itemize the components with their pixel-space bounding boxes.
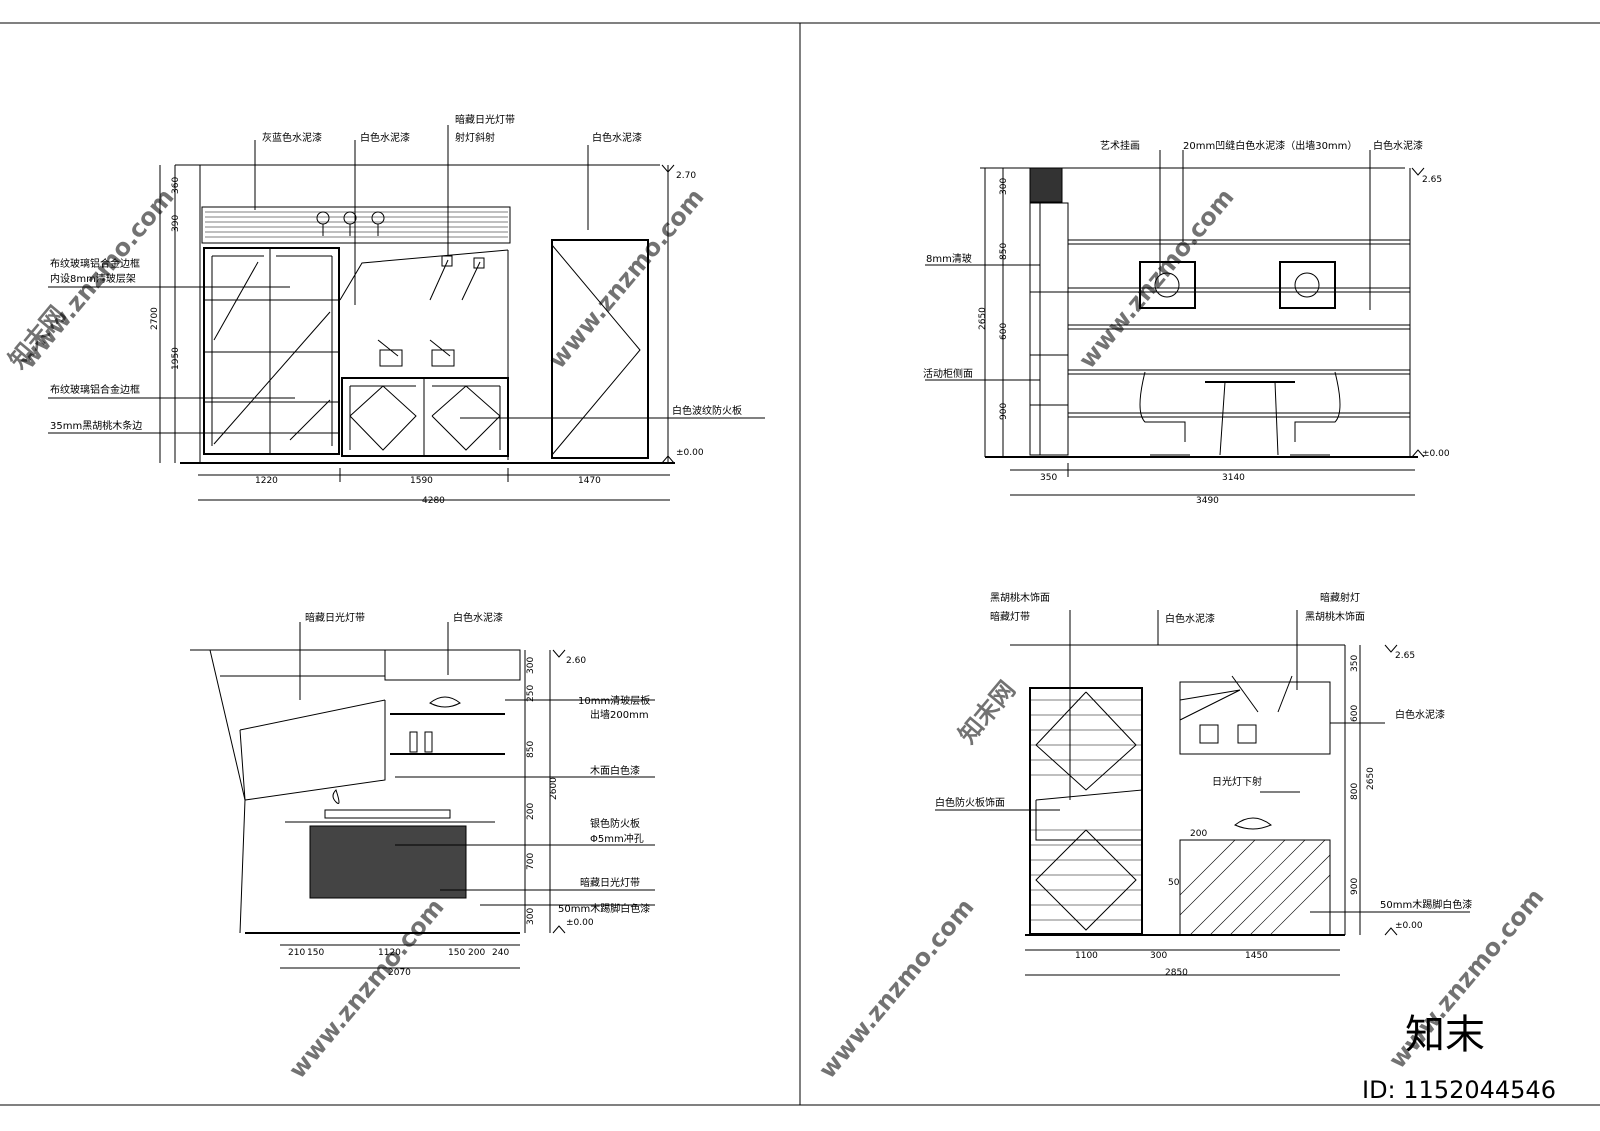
dim-2070: 2070 (388, 968, 411, 978)
label-spot-oblique: 射灯斜射 (455, 131, 495, 144)
level-zero: ±0.00 (1395, 921, 1423, 931)
logo-watermark: 知末 (1405, 1012, 1485, 1058)
label-glass-frame-2: 布纹玻璃铝合金边框 (50, 383, 140, 396)
level-zero: ±0.00 (676, 448, 704, 458)
label-groove-paint: 20mm凹缝白色水泥漆（出墙30mm） (1183, 139, 1357, 152)
label-grey-blue-paint: 灰蓝色水泥漆 (262, 131, 322, 144)
label-hidden-light-strip: 暗藏日光灯带 (455, 113, 515, 126)
elevation-bottom-right: 黑胡桃木饰面 暗藏灯带 白色水泥漆 暗藏射灯 黑胡桃木饰面 白色水泥漆 日光灯下… (935, 591, 1472, 978)
dim-200: 200 (526, 803, 536, 820)
label-skirting: 50mm木踢脚白色漆 (558, 902, 650, 915)
dim-300: 300 (1150, 951, 1167, 961)
watermark-text: www.znzmo.com (543, 183, 709, 374)
dim-2600: 2600 (549, 777, 559, 800)
level-zero: ±0.00 (1422, 449, 1450, 459)
dim-240: 240 (492, 948, 509, 958)
watermark-text: www.znzmo.com (283, 893, 449, 1084)
watermark-text: www.znzmo.com (813, 893, 979, 1084)
dim-600: 600 (1350, 705, 1360, 722)
label-punch-hole: Φ5mm冲孔 (590, 832, 644, 845)
dim-1220: 1220 (255, 476, 278, 486)
dim-1120: 1120 (378, 948, 401, 958)
level-top: 2.65 (1422, 175, 1442, 185)
dim-210: 210 (288, 948, 305, 958)
label-glass-frame-line2: 内设8mm清玻层架 (50, 272, 136, 285)
label-glass-shelf-2: 出墙200mm (590, 708, 649, 721)
label-hidden-light-2: 暗藏日光灯带 (580, 876, 640, 889)
label-walnut-face: 黑胡桃木饰面 (990, 591, 1050, 604)
label-art-frame: 艺术挂画 (1100, 139, 1140, 152)
dim-350: 350 (1350, 655, 1360, 672)
label-white-paint: 白色水泥漆 (1165, 612, 1215, 625)
level-top: 2.65 (1395, 651, 1415, 661)
dim-3140: 3140 (1222, 473, 1245, 483)
dim-800: 800 (1350, 783, 1360, 800)
label-walnut-face-2: 黑胡桃木饰面 (1305, 610, 1365, 623)
dim-4280: 4280 (422, 496, 445, 506)
dim-1100: 1100 (1075, 951, 1098, 961)
dim-1590: 1590 (410, 476, 433, 486)
label-white-paint-1: 白色水泥漆 (360, 131, 410, 144)
image-id-watermark: ID: 1152044546 (1362, 1076, 1556, 1104)
dim-2650: 2650 (1366, 767, 1376, 790)
dim-390: 390 (171, 215, 181, 232)
label-fluor-down: 日光灯下射 (1212, 775, 1262, 788)
dim-350: 350 (1040, 473, 1057, 483)
level-top: 2.70 (676, 171, 696, 181)
elevation-top-right: 艺术挂画 20mm凹缝白色水泥漆（出墙30mm） 白色水泥漆 8mm清玻 活动柜… (923, 139, 1450, 506)
label-white-paint: 白色水泥漆 (453, 611, 503, 624)
label-glass-frame-line1: 布纹玻璃铝合金边框 (50, 257, 140, 270)
label-walnut-strip: 35mm黑胡桃木条边 (50, 419, 142, 432)
dim-250: 250 (526, 685, 536, 702)
elevation-bottom-left: 暗藏日光灯带 白色水泥漆 10mm清玻层板 出墙200mm 木面白色漆 银色防火… (190, 611, 655, 978)
dim-900: 900 (999, 403, 1009, 420)
level-zero: ±0.00 (566, 918, 594, 928)
dim-300b: 300 (526, 908, 536, 925)
dim-2700: 2700 (150, 307, 160, 330)
label-white-paint-2: 白色水泥漆 (1395, 708, 1445, 721)
dim-600: 600 (999, 323, 1009, 340)
level-top: 2.60 (566, 656, 586, 666)
dim-360: 360 (171, 177, 181, 194)
dim-1470: 1470 (578, 476, 601, 486)
label-hidden-spot: 暗藏射灯 (1320, 591, 1360, 604)
label-white-paint: 白色水泥漆 (1373, 139, 1423, 152)
dim-2650: 2650 (978, 307, 988, 330)
dim-150b: 150 (448, 948, 465, 958)
dim-150: 150 (307, 948, 324, 958)
dim-200: 200 (468, 948, 485, 958)
label-wood-white: 木面白色漆 (590, 764, 640, 777)
label-white-fire-board: 白色防火板饰面 (935, 796, 1005, 809)
label-silver-board: 银色防火板 (590, 817, 640, 830)
dim-900: 900 (1350, 878, 1360, 895)
label-white-paint-2: 白色水泥漆 (592, 131, 642, 144)
dim-850: 850 (999, 243, 1009, 260)
dim-300: 300 (526, 657, 536, 674)
watermark-brand: 知末网 (953, 676, 1021, 749)
inner-dim-200: 200 (1190, 829, 1207, 839)
label-wave-board: 白色波纹防火板 (672, 404, 742, 417)
watermark-text: www.znzmo.com (1073, 183, 1239, 374)
inner-dim-50: 50 (1168, 878, 1180, 888)
label-hidden-light: 暗藏日光灯带 (305, 611, 365, 624)
label-glass-shelf-1: 10mm清玻层板 (578, 694, 650, 707)
label-hidden-strip: 暗藏灯带 (990, 610, 1030, 623)
dim-1450: 1450 (1245, 951, 1268, 961)
dim-850: 850 (526, 741, 536, 758)
dim-3490: 3490 (1196, 496, 1219, 506)
label-clear-glass: 8mm清玻 (926, 252, 972, 265)
dim-300: 300 (999, 178, 1009, 195)
elevation-top-left: 灰蓝色水泥漆 白色水泥漆 暗藏日光灯带 射灯斜射 白色水泥漆 布纹玻璃铝合金边框… (48, 113, 765, 506)
dim-700: 700 (526, 853, 536, 870)
dim-2850: 2850 (1165, 968, 1188, 978)
label-skirting: 50mm木踢脚白色漆 (1380, 898, 1472, 911)
label-movable-cabinet: 活动柜侧面 (923, 367, 973, 380)
watermark-layer: www.znzmo.com www.znzmo.com www.znzmo.co… (3, 183, 1556, 1104)
dim-1950: 1950 (171, 347, 181, 370)
